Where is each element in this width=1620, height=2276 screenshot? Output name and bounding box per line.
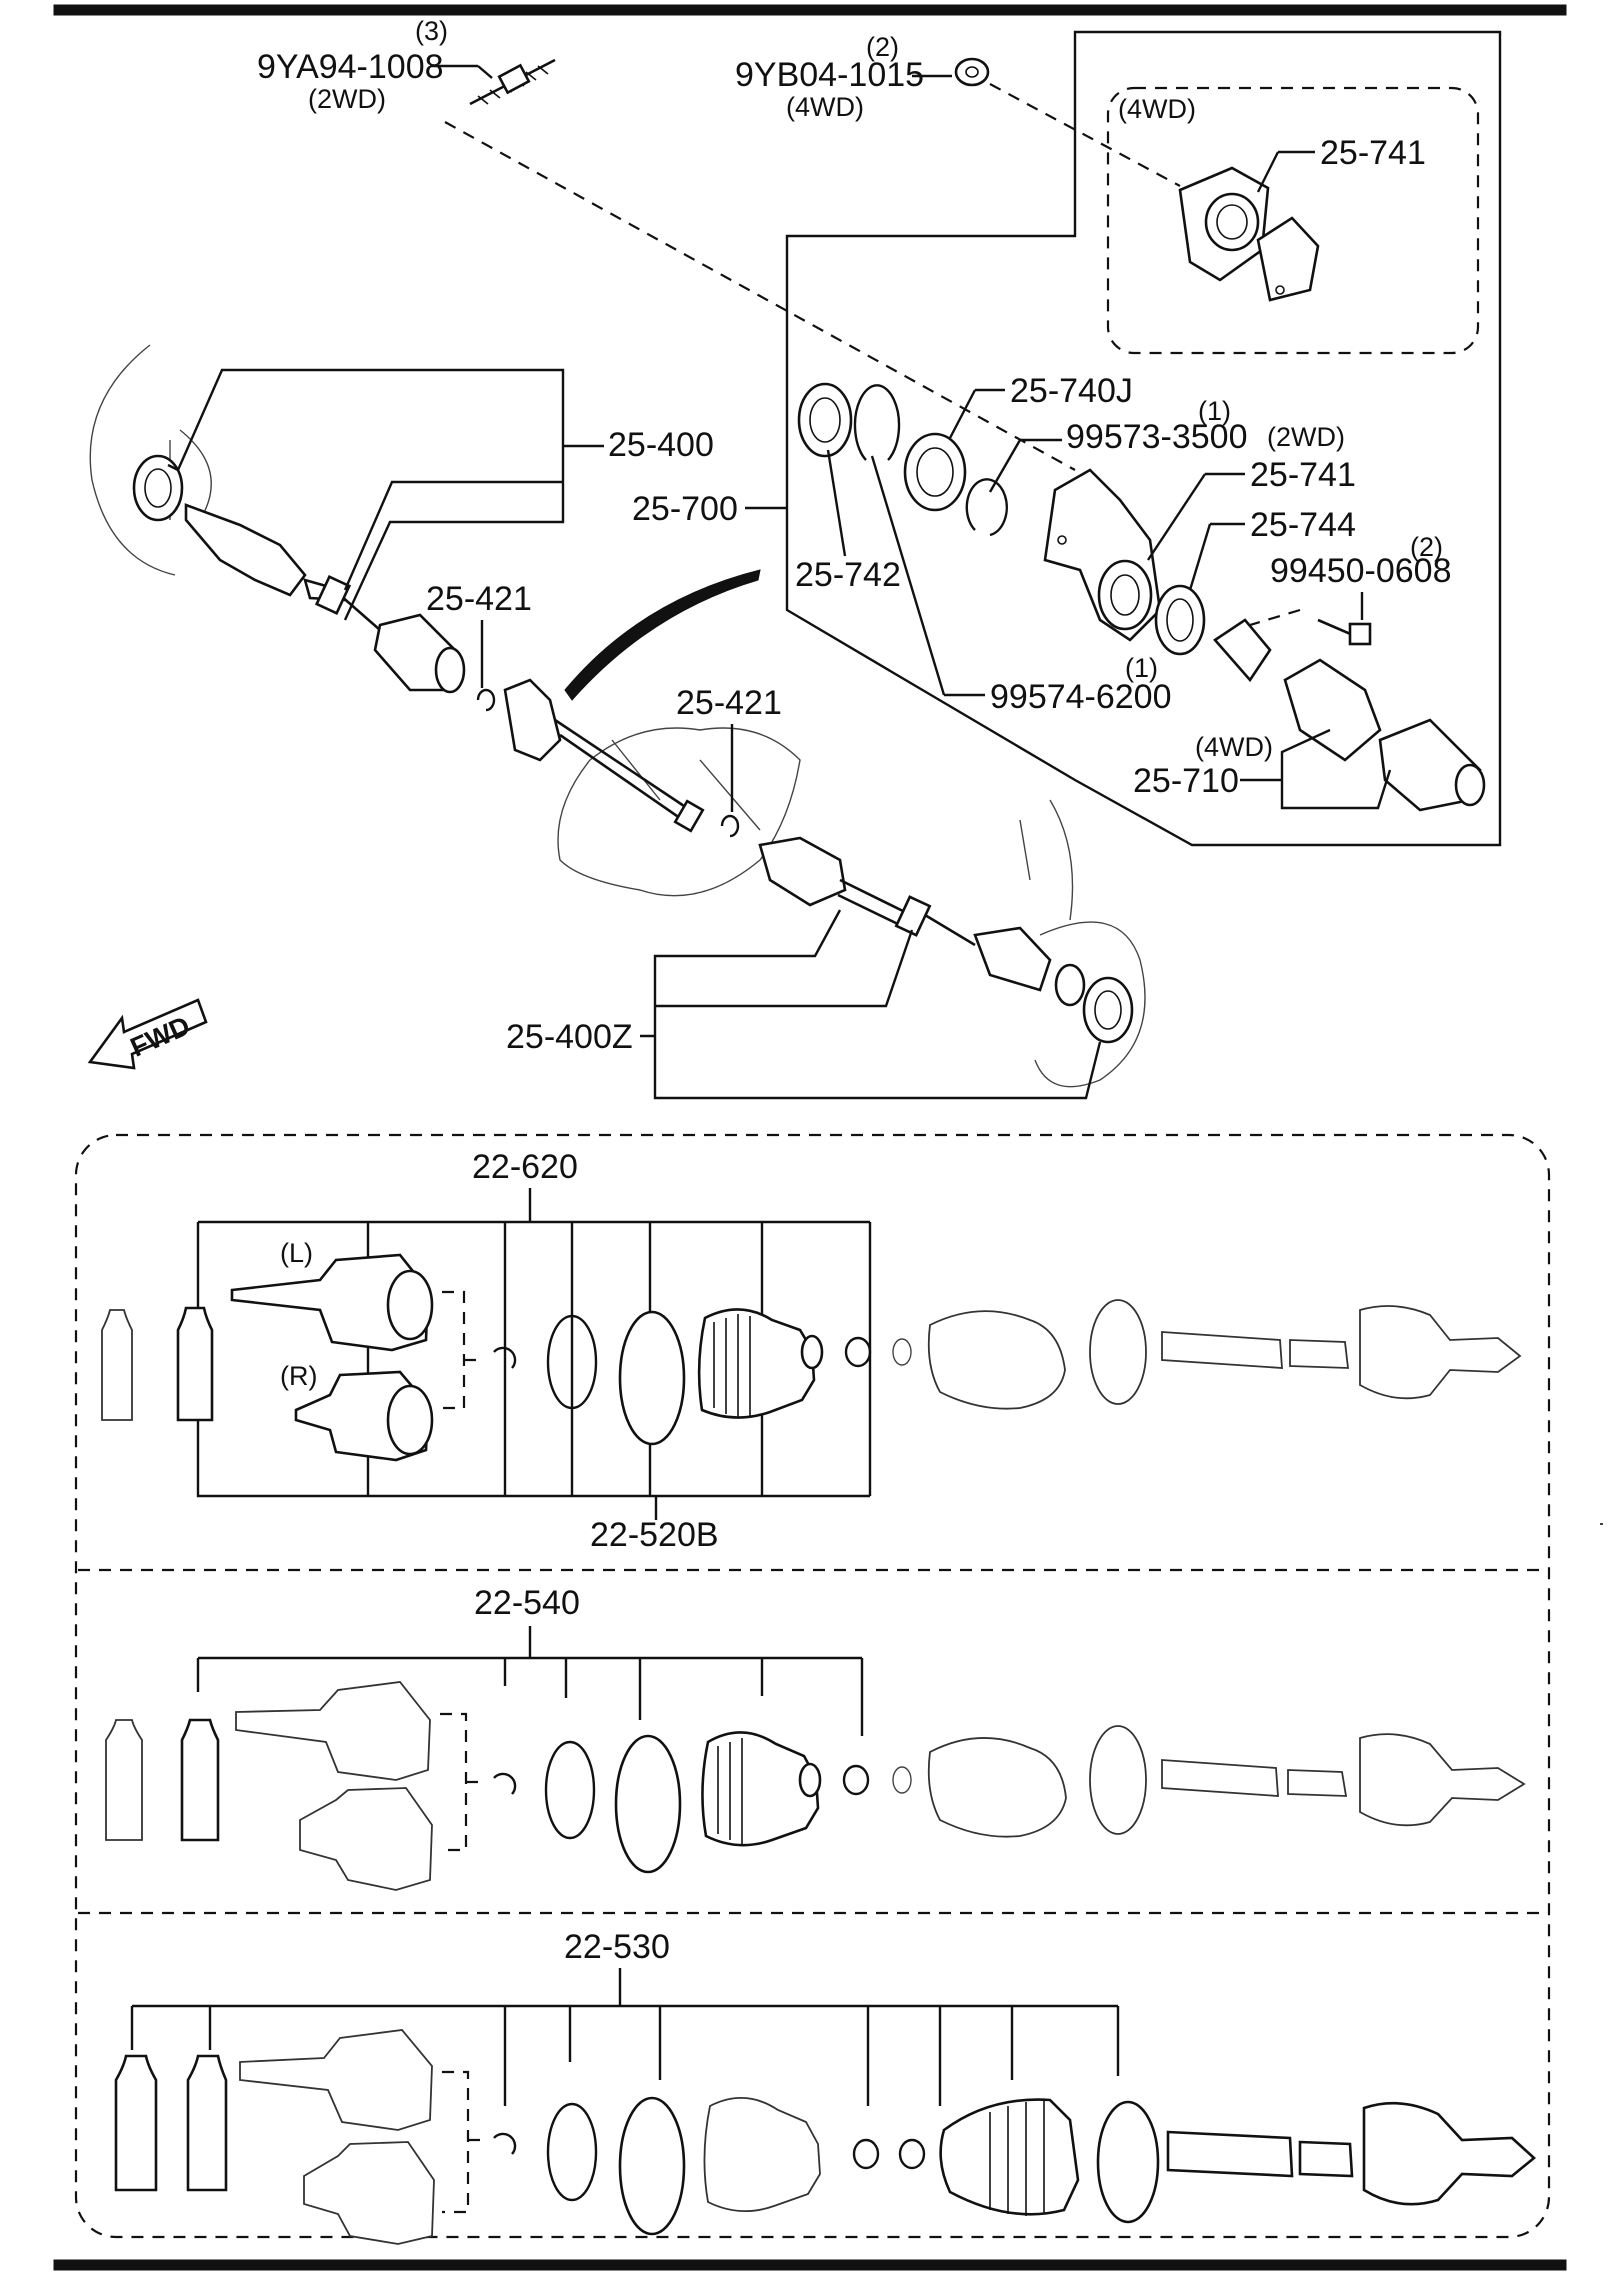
bearing-label: 25-740J <box>1010 372 1133 410</box>
joint-shaft-label: 25-710 <box>1133 762 1239 800</box>
snap-ring-2-part-no: 99574-6200 <box>990 678 1172 716</box>
snap-ring-inner <box>965 478 1008 537</box>
kits-frame <box>74 1133 1551 2239</box>
bracket-4wd <box>1178 166 1320 302</box>
clip-left <box>476 688 496 712</box>
top-border-bar <box>53 4 1567 16</box>
stud-qty: (3) <box>415 16 448 46</box>
nut-part-no: 9YB04-1015 <box>735 56 924 94</box>
oil-seal <box>797 382 853 458</box>
snap-ring-1-qty: (1) <box>1198 396 1231 426</box>
bearing <box>903 432 967 512</box>
clip-right-label: 25-421 <box>676 684 782 722</box>
stud-part-no: 9YA94-1008 <box>257 48 444 86</box>
oil-seal-label: 25-742 <box>795 556 901 594</box>
transaxle-housing <box>557 727 801 897</box>
left-drive-shaft <box>184 503 466 694</box>
bottom-border-bar <box>53 2259 1567 2271</box>
kit-1-left: (L) <box>280 1238 313 1268</box>
kit-1-boot-set: 22-520B <box>590 1516 719 1554</box>
center-shaft <box>503 678 705 833</box>
bracket-2wd <box>1043 468 1162 642</box>
kit-3-part-no: 22-530 <box>564 1928 670 1966</box>
joint-shaft-4wd-label: (4WD) <box>1195 732 1273 762</box>
bracket-4wd-label: 25-741 <box>1320 134 1426 172</box>
clip-left-label: 25-421 <box>426 580 532 618</box>
dust-seal <box>1154 584 1206 656</box>
right-hub <box>1019 799 1146 1088</box>
bolt-qty: (2) <box>1410 532 1443 562</box>
right-drive-shaft <box>758 836 1086 1007</box>
joint-shaft-4wd <box>1213 618 1486 812</box>
joint-shaft-assembly-frame <box>785 30 1502 847</box>
kit-22-620: 22-620 22-520B (L) (R) <box>101 1148 1522 1554</box>
left-hub <box>89 344 212 576</box>
flange-nut-4wd <box>954 57 990 87</box>
snap-ring-2-qty: (1) <box>1125 653 1158 683</box>
kit-1-part-no: 22-620 <box>472 1148 578 1186</box>
stud-note: (2WD) <box>308 84 386 114</box>
bracket-2wd-label: 25-741 <box>1250 456 1356 494</box>
nut-qty: (2) <box>866 32 899 62</box>
joint-shaft-assembly-label: 25-700 <box>632 490 738 528</box>
nut-note: (4WD) <box>786 92 864 122</box>
bolt <box>1317 618 1372 646</box>
label-2wd: (2WD) <box>1267 422 1345 452</box>
kit-22-540: 22-540 <box>105 1584 1526 1891</box>
snap-ring-1-part-no: 99573-3500 <box>1066 418 1248 456</box>
connector-arrow <box>564 569 761 701</box>
fwd-arrow: FWD <box>87 998 208 1070</box>
left-shaft-label: 25-400 <box>608 426 714 464</box>
dust-seal-label: 25-744 <box>1250 506 1356 544</box>
bracket-4wd-box <box>1106 86 1480 355</box>
stud-bolt-2wd <box>469 58 556 106</box>
kit-1-right: (R) <box>280 1361 317 1391</box>
clip-right <box>720 814 740 838</box>
box-4wd-label: (4WD) <box>1118 94 1196 124</box>
right-shaft-label: 25-400Z <box>506 1018 633 1056</box>
bolt-part-no: 99450-0608 <box>1270 552 1452 590</box>
snap-ring-outer <box>853 384 901 461</box>
kit-2-part-no: 22-540 <box>474 1584 580 1622</box>
kit-22-530: 22-530 <box>114 1928 1536 2245</box>
